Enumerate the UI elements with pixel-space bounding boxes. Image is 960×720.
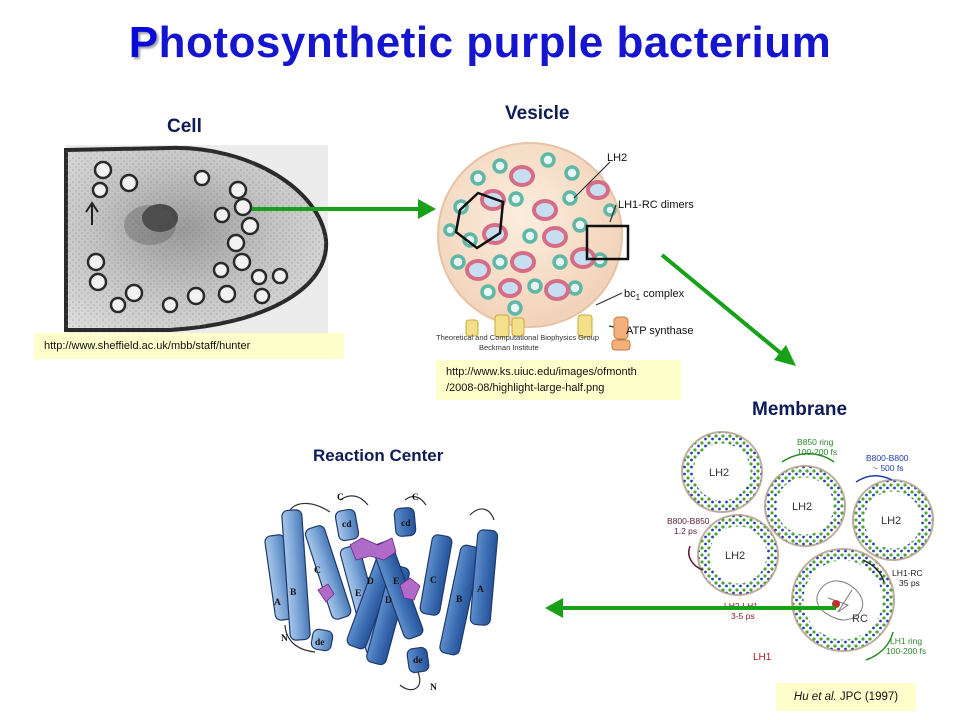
rc-label-de1: de — [315, 638, 325, 648]
membrane-lh1-label: LH1 — [753, 652, 772, 663]
citation-rest: JPC (1997) — [836, 691, 899, 703]
timing-b800-2: ~ 500 fs — [873, 463, 903, 473]
timing-lh1rc-2: 35 ps — [899, 578, 920, 588]
membrane-label: Membrane — [752, 399, 848, 420]
slide-title: Photosynthetic purple bacterium — [0, 18, 960, 68]
vesicle-source-line2: /2008-08/highlight-large-half.png — [446, 382, 605, 394]
vesicle-bc1-annotation: bc1 complex — [624, 288, 685, 302]
rc-label-cd2: cd — [401, 519, 411, 529]
rc-label-c4: C — [430, 576, 437, 586]
cell-label: Cell — [167, 116, 202, 137]
membrane-citation: Hu et al. JPC (1997) — [776, 683, 916, 711]
timing-lh1ring-2: 100-200 fs — [886, 646, 926, 656]
rc-label-b2: B — [456, 595, 463, 605]
rc-label-b1: B — [290, 588, 297, 598]
arrow-vesicle-to-membrane — [660, 253, 785, 357]
citation-author: Hu et al. — [793, 691, 837, 703]
vesicle-source-line1: http://www.ks.uiuc.edu/images/ofmonth — [446, 366, 637, 378]
rc-label-d1: D — [367, 577, 374, 587]
membrane-ring-label-1: LH2 — [709, 467, 729, 479]
vesicle-source-caption: http://www.ks.uiuc.edu/images/ofmonth /2… — [436, 360, 681, 400]
timing-lh1ring-1: LH1 ring — [890, 636, 922, 646]
rc-label-c1: C — [337, 493, 344, 503]
rc-label-n1: N — [281, 634, 288, 644]
rc-label-c2: C — [412, 493, 419, 503]
rc-label-d2: D — [385, 596, 392, 606]
membrane-ring-label-4: LH2 — [725, 550, 745, 562]
timing-b800b850-1: B800-B850 — [667, 516, 710, 526]
rc-label-cd1: cd — [342, 520, 352, 530]
timing-lh2lh1-2: 3-5 ps — [731, 611, 755, 621]
rc-label-e2: E — [393, 577, 399, 587]
membrane-ring-label-3: LH2 — [881, 515, 901, 527]
reaction-center-helix-labels: C C cd cd A B C E D D E C B A N de de N — [274, 493, 484, 693]
timing-b850-1: B850 ring — [797, 437, 834, 447]
reaction-center-label: Reaction Center — [313, 446, 444, 465]
vesicle-credit-line2: Beckman Institute — [479, 343, 539, 352]
vesicle-atp-annotation: ATP synthase — [626, 325, 693, 337]
membrane-ring-label-2: LH2 — [792, 501, 812, 513]
rc-label-de2: de — [413, 656, 423, 666]
cell-source-caption: http://www.sheffield.ac.uk/mbb/staff/hun… — [34, 333, 344, 359]
title-rest: hotosynthetic purple bacterium — [158, 18, 832, 67]
membrane-rc-label: RC — [852, 613, 868, 625]
timing-lh1rc-1: LH1-RC — [892, 568, 923, 578]
timing-b800-1: B800-B800 — [866, 453, 909, 463]
rc-label-a1: A — [274, 598, 281, 608]
timing-b850-2: 100-200 fs — [797, 447, 837, 457]
rc-label-c3: C — [314, 566, 321, 576]
vesicle-lh1rc-annotation: LH1-RC dimers — [618, 199, 694, 211]
vesicle-lh2-annotation: LH2 — [607, 152, 627, 164]
title-first-letter: P — [128, 18, 159, 67]
rc-label-n2: N — [430, 683, 437, 693]
timing-lh2lh1-1: LH2-LH1 — [724, 601, 758, 611]
rc-label-a2: A — [477, 585, 484, 595]
vesicle-label: Vesicle — [505, 103, 570, 124]
vesicle-credit-line1: Theoretical and Computational Biophysics… — [436, 333, 599, 342]
rc-label-e1: E — [355, 589, 361, 599]
timing-b800b850-2: 1.2 ps — [674, 526, 697, 536]
